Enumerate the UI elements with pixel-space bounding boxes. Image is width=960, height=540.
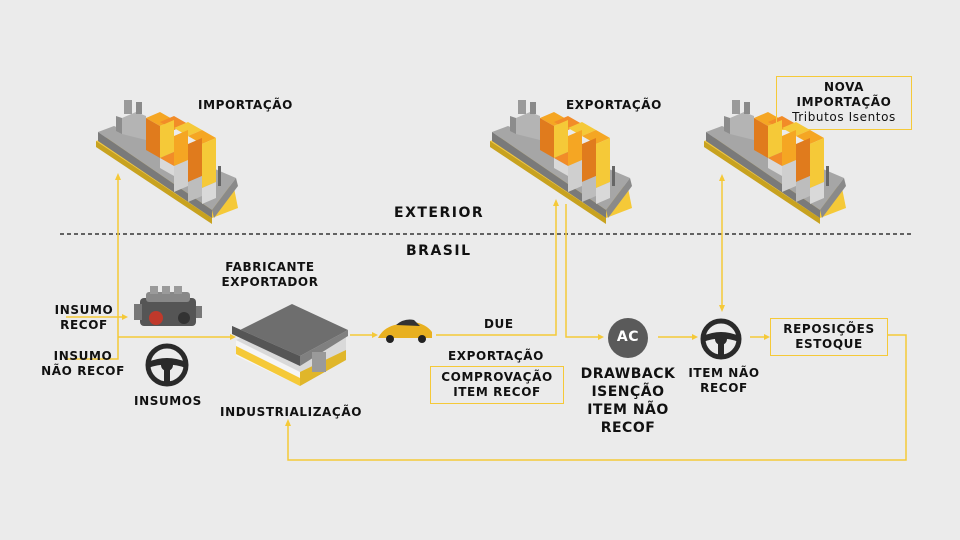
insumos-label: INSUMOS bbox=[134, 394, 202, 408]
exportacao-mid-label: EXPORTAÇÃO bbox=[448, 349, 544, 363]
brasil-label: BRASIL bbox=[406, 243, 472, 259]
fabricante-label: FABRICANTE bbox=[225, 260, 315, 274]
due-label: DUE bbox=[484, 317, 514, 331]
tributos-isentos-label: Tributos Isentos bbox=[792, 110, 896, 124]
importacao-label: IMPORTAÇÃO bbox=[198, 98, 293, 112]
insumo-nao-recof-line2: NÃO RECOF bbox=[41, 364, 125, 378]
nova-label: NOVA bbox=[823, 80, 865, 94]
engine-icon bbox=[134, 286, 202, 326]
comprovacao-line2: ITEM RECOF bbox=[453, 385, 541, 399]
ac-badge-text: AC bbox=[616, 329, 640, 345]
exportacao-top-label: EXPORTAÇÃO bbox=[566, 98, 662, 112]
insumo-nao-recof-line1: INSUMO bbox=[53, 349, 113, 363]
exterior-label: EXTERIOR bbox=[394, 205, 485, 221]
nova-importacao-label: IMPORTAÇÃO bbox=[796, 95, 892, 109]
drawback-line1: DRAWBACK bbox=[580, 366, 676, 382]
reposicoes-line1: REPOSIÇÕES bbox=[783, 322, 875, 336]
reposicoes-line2: ESTOQUE bbox=[795, 337, 863, 351]
comprovacao-box bbox=[430, 366, 564, 404]
arrowheads bbox=[115, 173, 770, 426]
reposicoes-box bbox=[770, 318, 888, 356]
item-nao-recof-line2: RECOF bbox=[700, 381, 748, 395]
insumo-recof-line2: RECOF bbox=[60, 318, 108, 332]
steering-wheel-icon bbox=[145, 343, 189, 387]
drawback-line4: RECOF bbox=[600, 420, 656, 436]
item-nao-recof-line1: ITEM NÃO bbox=[688, 366, 760, 380]
insumo-recof-line1: INSUMO bbox=[54, 303, 114, 317]
steering-wheel-icon bbox=[700, 318, 742, 360]
container-ship-icon bbox=[490, 100, 632, 224]
comprovacao-line1: COMPROVAÇÃO bbox=[441, 370, 553, 384]
drawback-line3: ITEM NÃO bbox=[587, 402, 669, 418]
drawback-line2: ISENÇÃO bbox=[591, 384, 665, 400]
factory-icon bbox=[232, 304, 348, 386]
sports-car-icon bbox=[378, 319, 432, 343]
ac-badge bbox=[608, 318, 648, 358]
connector-lines bbox=[66, 178, 907, 461]
nova-importacao-box bbox=[776, 76, 912, 130]
exportador-label: EXPORTADOR bbox=[221, 275, 319, 289]
industrializacao-label: INDUSTRIALIZAÇÃO bbox=[220, 405, 363, 419]
